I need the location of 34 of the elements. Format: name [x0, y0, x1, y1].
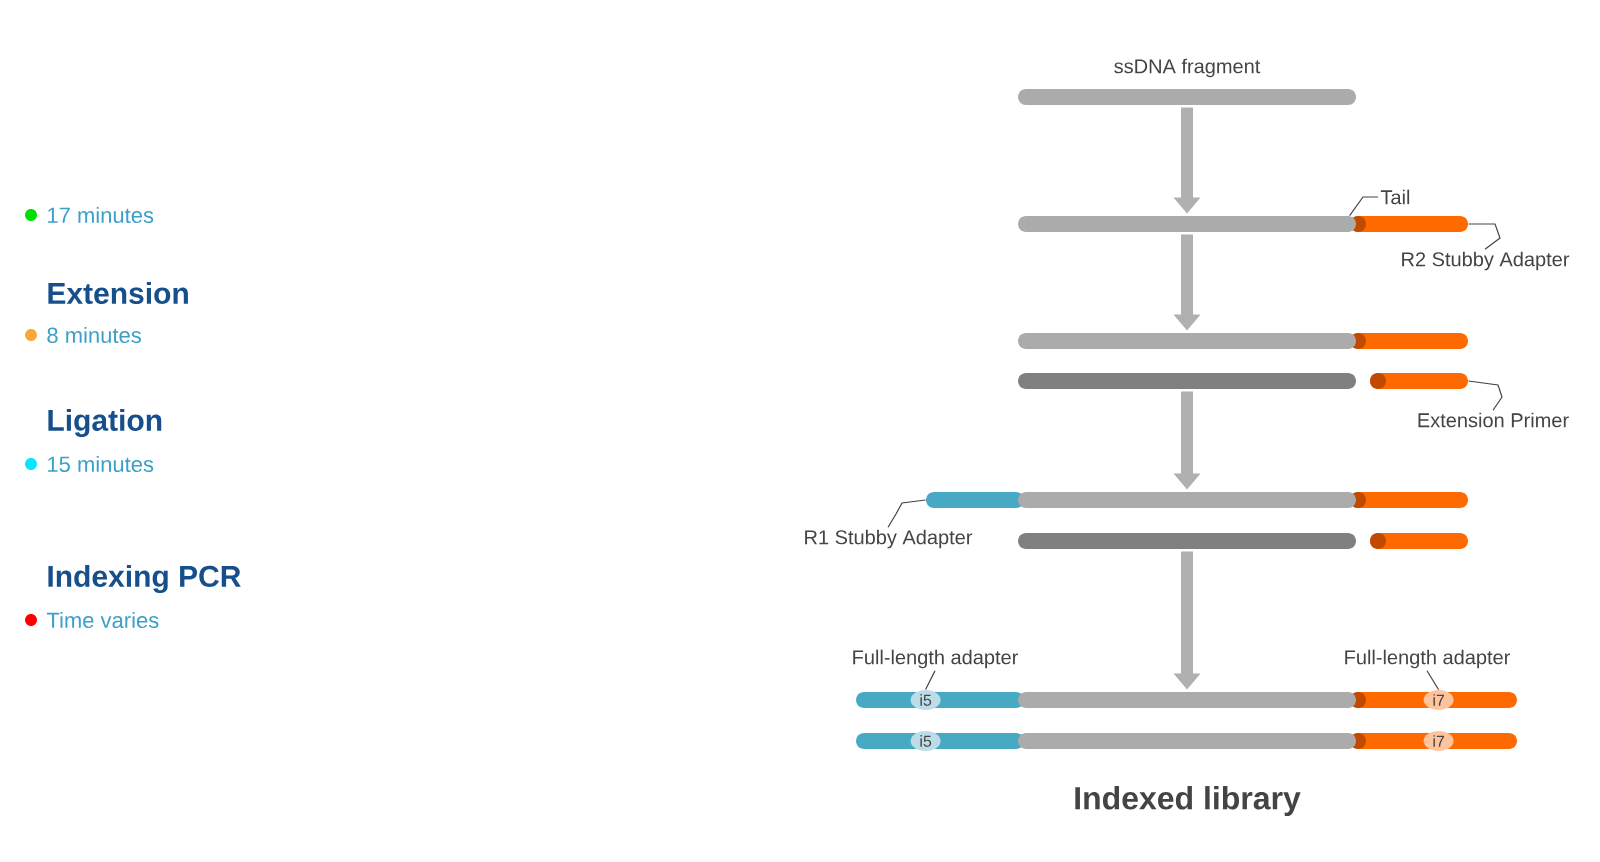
legend-text: Time varies [46, 611, 159, 629]
part-label: Full-length adapter [853, 649, 1018, 669]
legend-text: 17 minutes [48, 206, 154, 224]
bar-segment [1370, 533, 1468, 549]
step-heading: Ligation [48, 408, 162, 438]
part-label: Tail [1380, 189, 1410, 205]
leader-line [1349, 196, 1379, 217]
part-label: Full-length adapter [1345, 649, 1511, 669]
caption: Indexed library [1075, 786, 1301, 816]
index-oval: i5 [910, 731, 941, 751]
part-label: Extension Primer [1418, 412, 1569, 428]
legend-text: 8 minutes [47, 326, 141, 344]
leader-line [1426, 670, 1440, 691]
leader-line [1467, 223, 1501, 250]
leader-line [925, 670, 936, 691]
leader-line [887, 499, 927, 528]
bar-segment [1018, 533, 1356, 549]
leader-line [1467, 380, 1503, 411]
legend-text: 15 minutes [48, 455, 154, 473]
part-label: R1 Stubby Adapter [805, 529, 973, 549]
bar-segment [1018, 333, 1356, 349]
index-oval: i7 [1423, 690, 1454, 710]
bar-segment [1018, 692, 1356, 708]
bar-segment [1370, 373, 1468, 389]
part-label: R2 Stubby Adapter [1402, 251, 1570, 271]
index-oval: i5 [910, 690, 941, 710]
bar-segment [1018, 373, 1356, 389]
bar-segment [1018, 216, 1356, 232]
bar-label: ssDNA fragment [1114, 58, 1261, 78]
step-heading: Extension [48, 282, 188, 304]
bar-segment [1018, 492, 1356, 508]
index-oval: i7 [1423, 731, 1454, 751]
bar-segment [1018, 733, 1356, 749]
step-heading: Indexing PCR [48, 564, 241, 594]
